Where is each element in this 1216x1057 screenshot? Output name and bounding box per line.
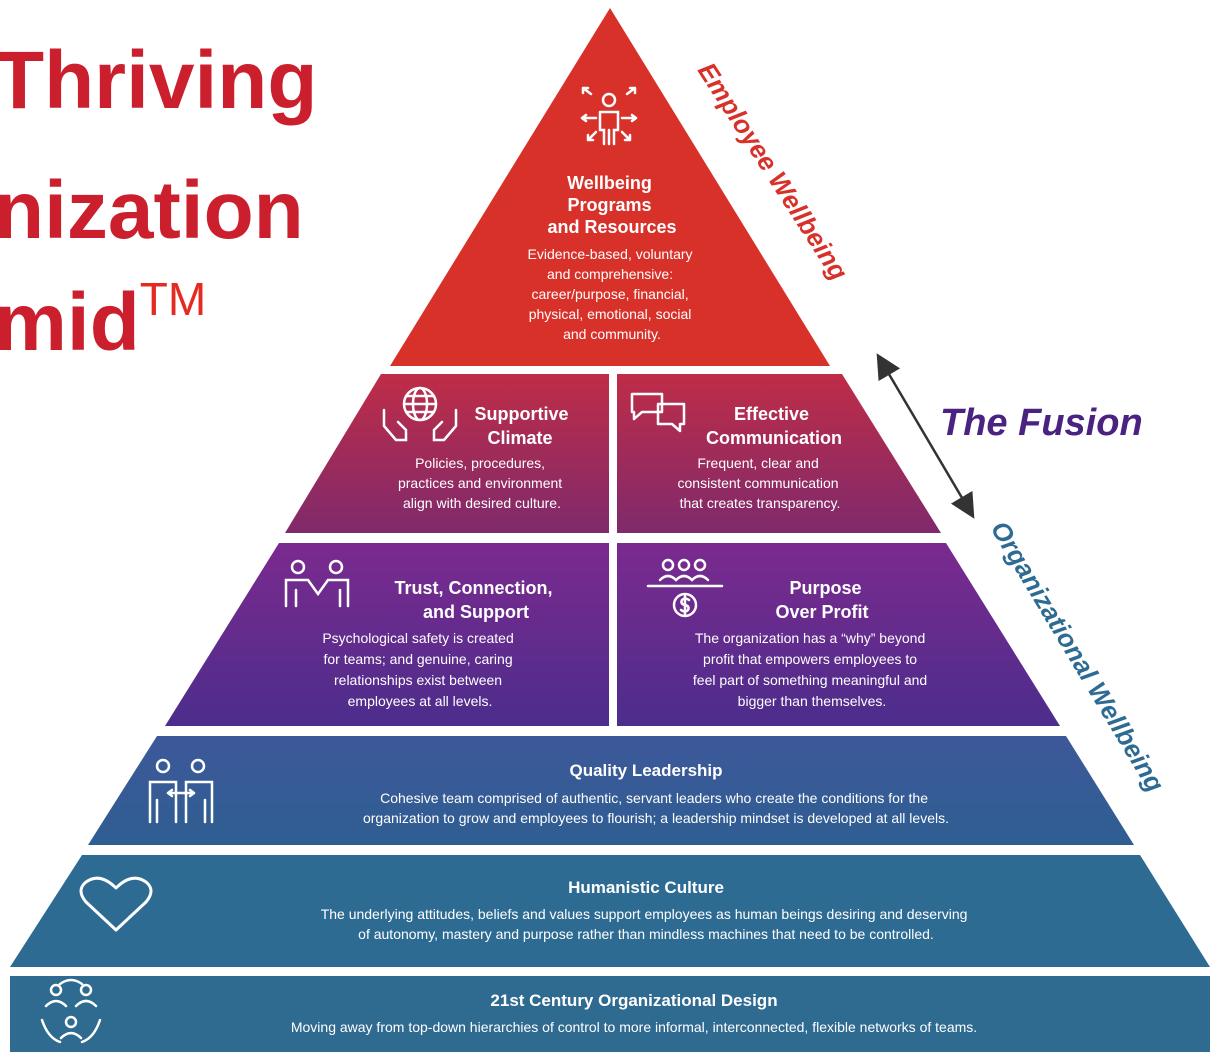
tier-supportive-climate (285, 374, 609, 533)
tier-trust-connection (165, 543, 609, 726)
heart-icon (79, 876, 153, 932)
effective-communication-body: Frequent, clear and consistent communica… (678, 455, 843, 511)
fusion-label: The Fusion (940, 402, 1143, 444)
fusion-arrow (876, 353, 975, 519)
supportive-climate-title: Supportive Climate (474, 404, 573, 448)
trust-connection-title: Trust, Connection, and Support (394, 578, 557, 622)
globe-hands-icon (382, 386, 458, 442)
tier-purpose-over-profit (617, 543, 1060, 726)
people-coin-icon (646, 558, 724, 618)
person-arrows-icon (580, 86, 638, 146)
leaders-arrows-icon (148, 758, 214, 824)
chat-bubbles-icon (630, 392, 686, 433)
trust-connection-body: Psychological safety is created for team… (322, 630, 517, 709)
tier-org-design (10, 976, 1210, 1052)
org-design-title: 21st Century Organizational Design (490, 991, 777, 1010)
quality-leadership-title: Quality Leadership (569, 761, 722, 780)
supportive-climate-body: Policies, procedures, practices and envi… (398, 455, 566, 511)
page-title-line-3: midTM (0, 276, 206, 364)
humanistic-culture-title: Humanistic Culture (568, 878, 724, 897)
wellbeing-programs-body: Evidence-based, voluntary and comprehens… (528, 246, 697, 342)
two-people-icon (284, 559, 350, 608)
purpose-over-profit-body: The organization has a “why” beyond prof… (693, 630, 931, 709)
quality-leadership-body: Cohesive team comprised of authentic, se… (363, 790, 949, 826)
humanistic-culture-body: The underlying attitudes, beliefs and va… (321, 906, 972, 942)
wellbeing-programs-title: Wellbeing Programs and Resources (547, 173, 676, 237)
page-title-word: mid (0, 277, 140, 368)
tier-wellbeing-programs (390, 8, 830, 366)
network-people-icon (40, 978, 102, 1044)
tier-effective-communication (617, 374, 941, 533)
purpose-over-profit-title: Purpose Over Profit (775, 578, 868, 622)
effective-communication-title: Effective Communication (706, 404, 842, 448)
tier-humanistic-culture (10, 855, 1210, 967)
org-design-body: Moving away from top-down hierarchies of… (291, 1019, 977, 1035)
page-title-line-1: Thriving (0, 35, 318, 126)
trademark-mark: TM (139, 273, 207, 325)
page-title-line-2: nization (0, 165, 304, 256)
tier-quality-leadership (88, 736, 1134, 845)
